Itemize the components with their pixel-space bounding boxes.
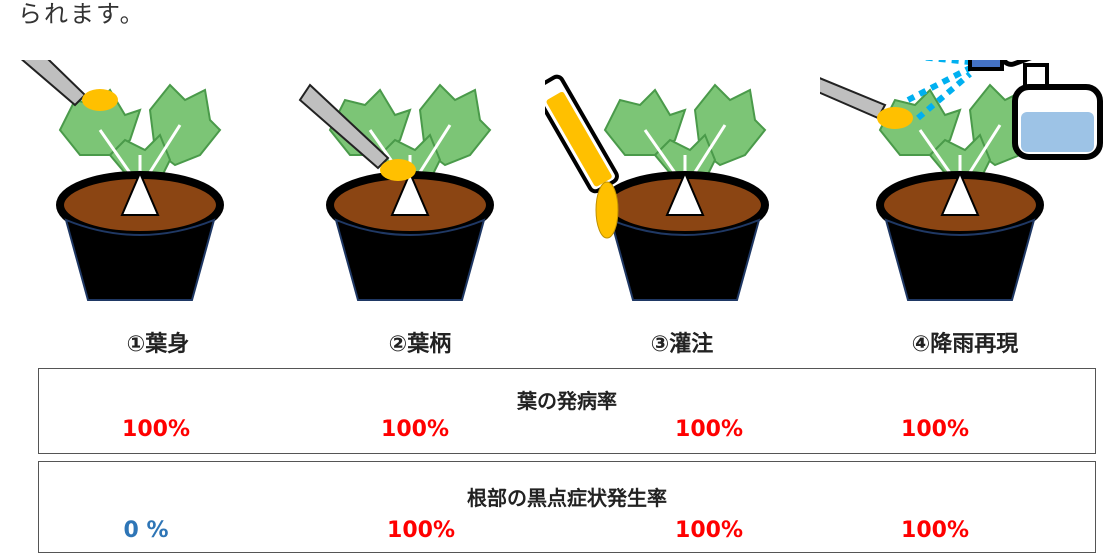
- inoculum-drop: [877, 107, 913, 129]
- leaf-rate-leaf-blade: 100%: [122, 417, 190, 442]
- inoculum-drop: [380, 159, 416, 181]
- drench-liquid: [595, 181, 619, 239]
- root-rate-rain: 100%: [901, 518, 969, 543]
- plant-illustration-drench: [545, 74, 769, 301]
- plant-illustration-petiole: [298, 83, 494, 301]
- pot: [609, 218, 761, 301]
- leaf-rate-drench: 100%: [675, 417, 743, 442]
- pipette-icon: [20, 60, 87, 107]
- intro-text: られます。: [18, 0, 146, 28]
- root-black-spot-rate-panel: 根部の黒点症状発生率 0 % 100% 100% 100%: [38, 461, 1096, 553]
- inoculum-drop: [82, 89, 118, 111]
- plant-illustration-leaf-blade: [20, 60, 224, 301]
- root-rate-drench: 100%: [675, 518, 743, 543]
- root-rate-petiole: 100%: [387, 518, 455, 543]
- root-black-spot-rate-title: 根部の黒点症状発生率: [467, 486, 667, 510]
- pot: [334, 218, 486, 301]
- spray-mist-icon: [906, 60, 972, 121]
- pot: [64, 218, 216, 301]
- method-label-drench: ③灌注: [650, 332, 714, 357]
- leaf-rate-rain: 100%: [901, 417, 969, 442]
- method-label-rain: ④降雨再現: [911, 332, 1019, 357]
- plant-illustration-rain: [820, 60, 1103, 301]
- leaf-disease-rate-panel: 葉の発病率 100% 100% 100% 100%: [38, 368, 1096, 454]
- stem-base: [940, 170, 980, 216]
- root-rate-leaf-blade: 0 %: [123, 518, 169, 543]
- spray-bottle-icon: [968, 60, 1103, 160]
- stem-base: [665, 170, 705, 216]
- method-label-leaf-blade: ①葉身: [126, 332, 190, 357]
- pot: [884, 218, 1036, 301]
- stem-base: [120, 170, 160, 216]
- pipette-icon: [820, 77, 887, 120]
- leaf-disease-rate-title: 葉の発病率: [517, 389, 617, 413]
- method-label-petiole: ②葉柄: [388, 332, 452, 357]
- pipette-icon: [298, 83, 390, 170]
- leaf-rate-petiole: 100%: [381, 417, 449, 442]
- stem-base: [390, 170, 430, 216]
